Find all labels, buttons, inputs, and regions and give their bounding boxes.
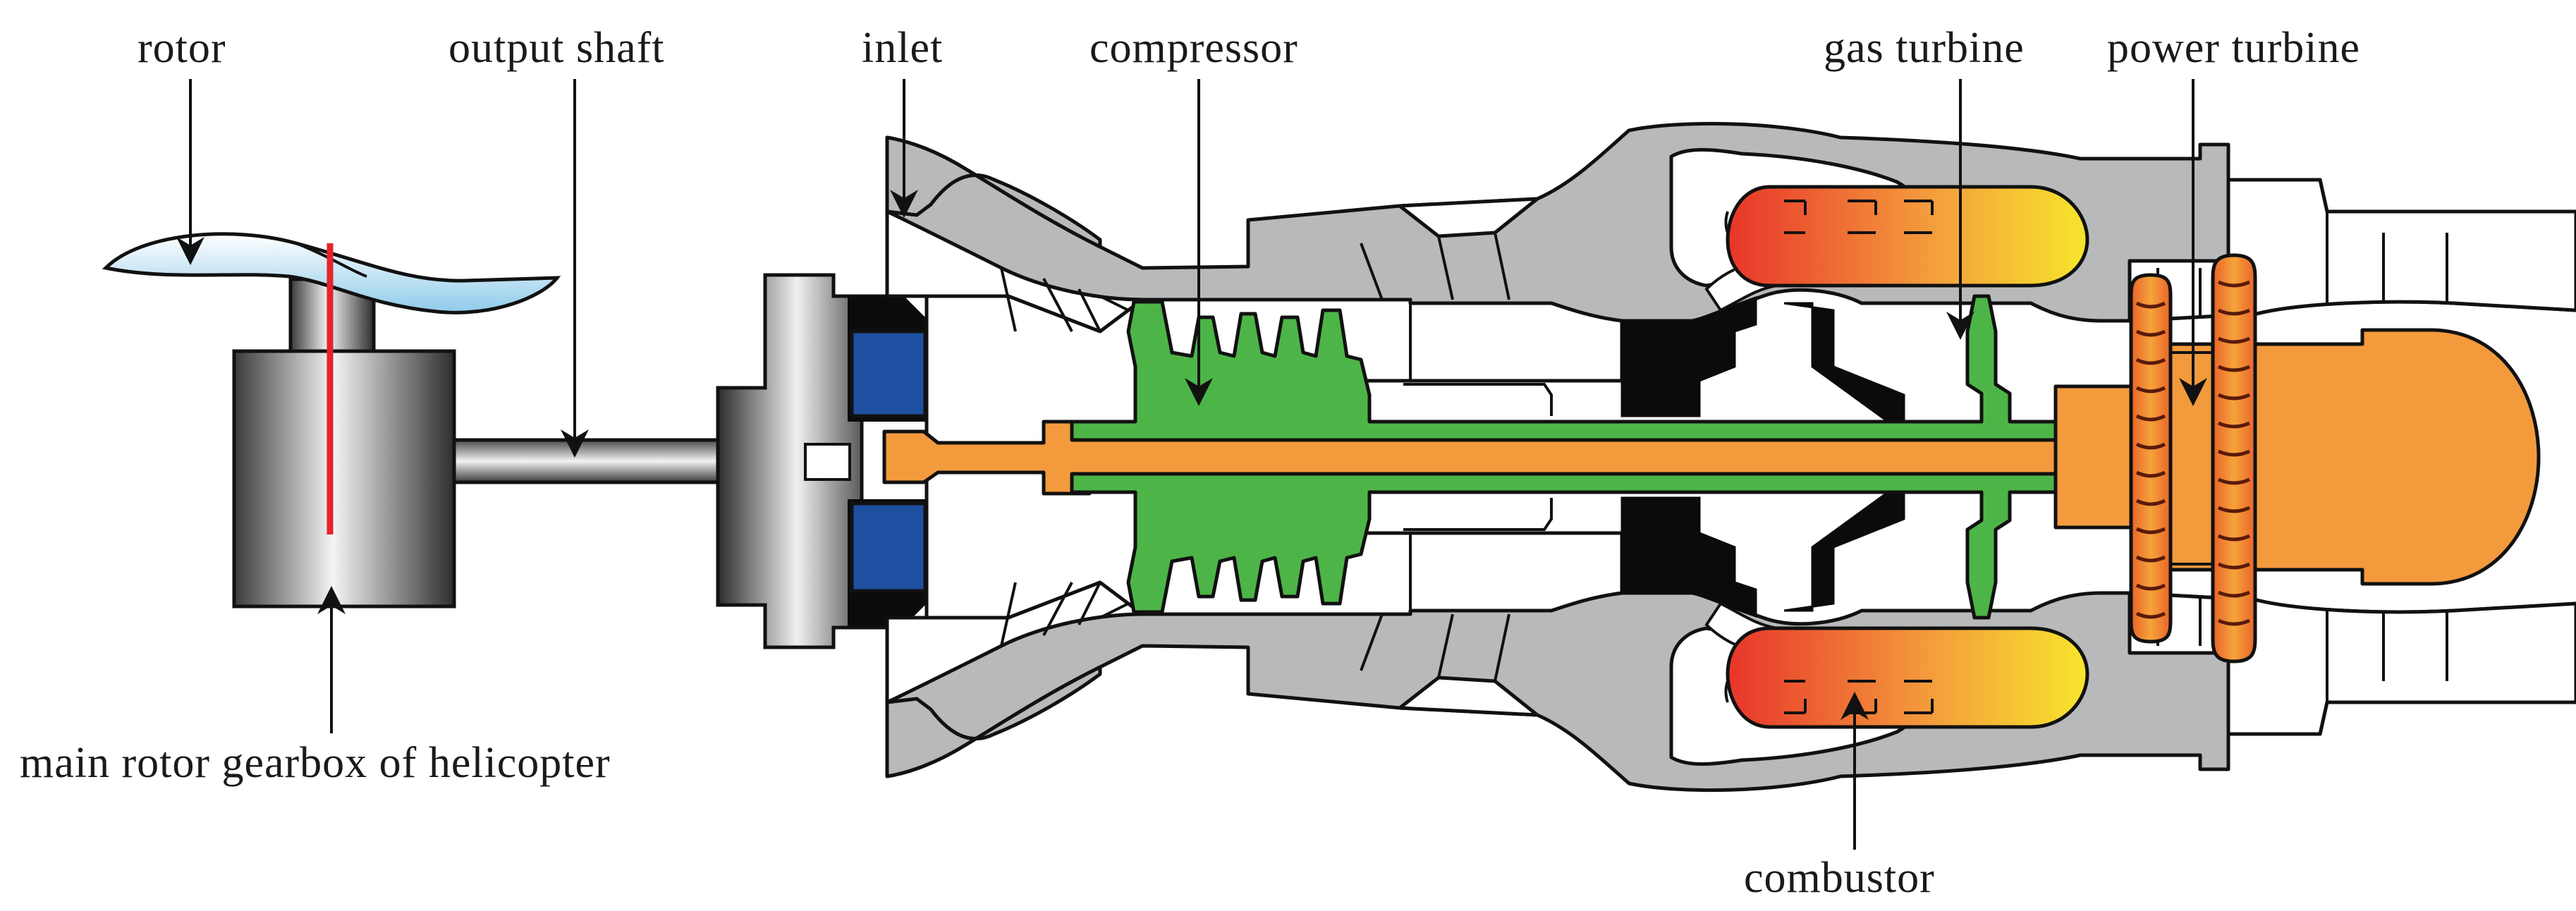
label-compressor: compressor (1089, 24, 1298, 72)
label-inlet: inlet (862, 24, 943, 72)
label-combustor: combustor (1744, 854, 1935, 902)
output-shaft (452, 438, 726, 484)
main-rotor-gearbox (232, 243, 456, 609)
label-main-rotor-gearbox: main rotor gearbox of helicopter (20, 739, 611, 787)
gearbox-housing (232, 349, 456, 609)
front-coupling (716, 273, 929, 649)
label-rotor: rotor (138, 24, 226, 72)
leader-arrows (176, 79, 2207, 850)
label-power-turbine: power turbine (2107, 24, 2360, 72)
exhaust-cone (2053, 328, 2541, 586)
labels: rotor output shaft inlet compressor gas … (20, 24, 2360, 902)
combustor-top (1620, 185, 2089, 424)
power-turbine-shaft (882, 328, 2541, 586)
combustor-bottom (1620, 489, 2089, 729)
label-output-shaft: output shaft (448, 24, 664, 72)
label-gas-turbine: gas turbine (1824, 24, 2025, 72)
power-turbine-rotors (2129, 253, 2257, 664)
combustor-can-top (1726, 185, 2089, 288)
compressor-spool (1070, 294, 2058, 620)
combustor-can-bottom (1726, 626, 2089, 729)
